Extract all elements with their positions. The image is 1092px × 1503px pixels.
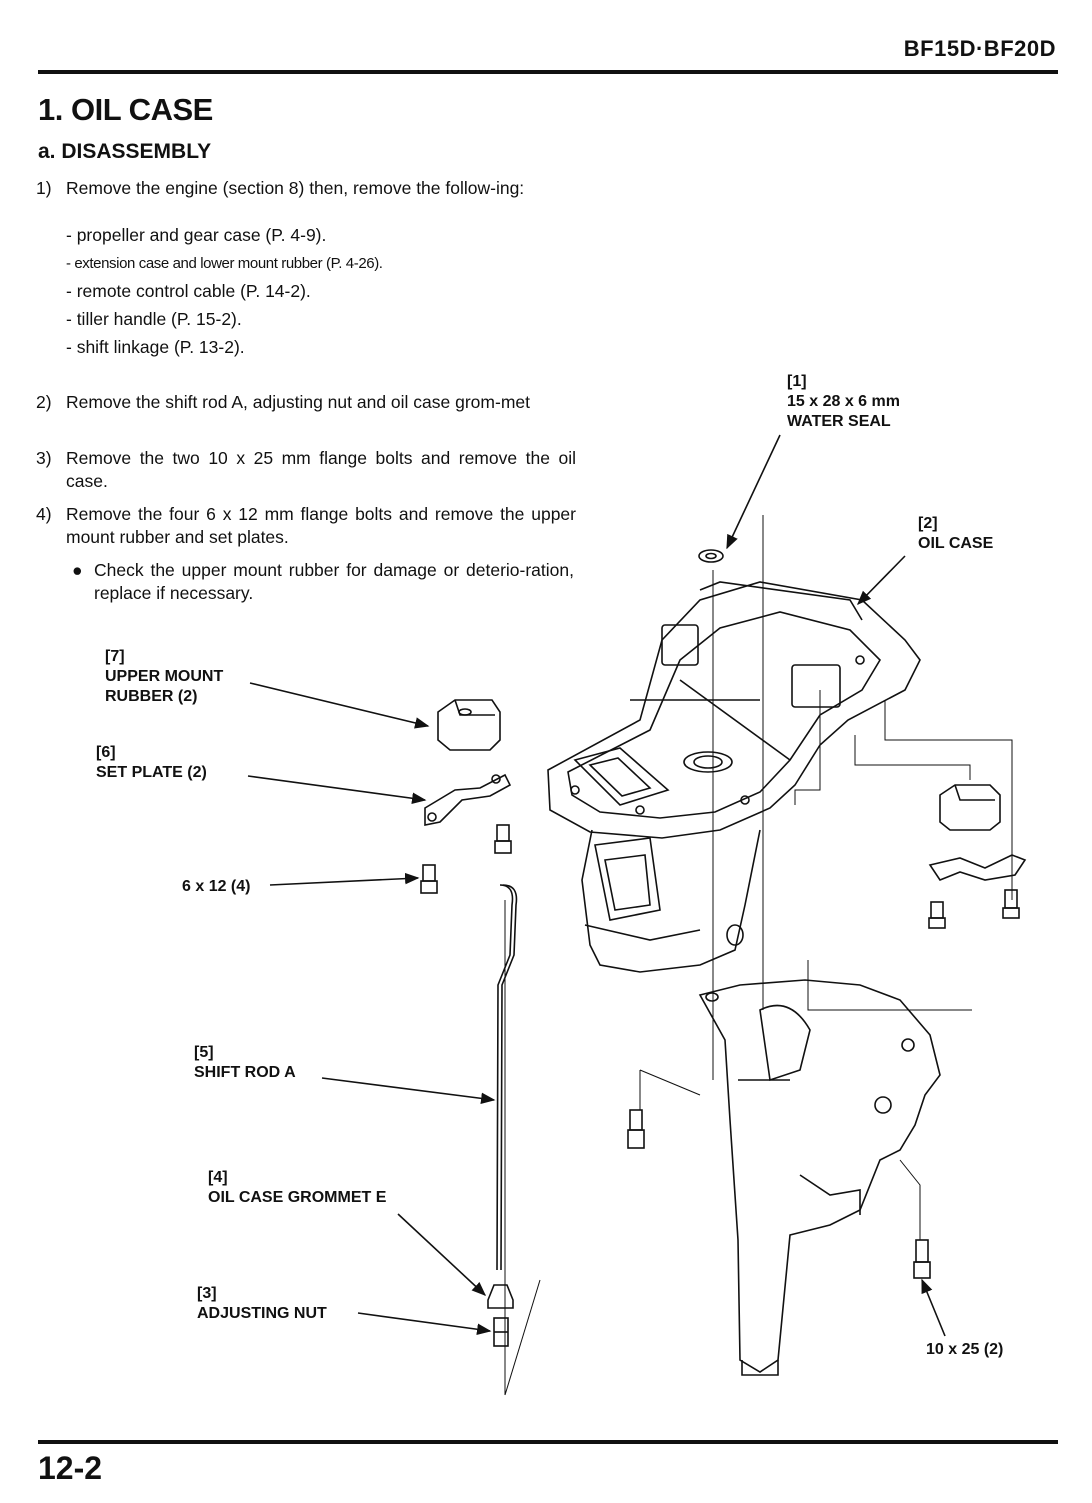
label-shift-rod: [5] SHIFT ROD A: [194, 1043, 296, 1083]
step-number: 4): [36, 504, 52, 524]
label-set-plate: [6] SET PLATE (2): [96, 743, 207, 783]
label-name: SET PLATE (2): [96, 764, 207, 781]
label-water-seal: [1] 15 x 28 x 6 mm WATER SEAL: [787, 372, 900, 432]
label-name: UPPER MOUNT: [105, 668, 224, 685]
step-2: 2) Remove the shift rod A, adjusting nut…: [36, 391, 576, 414]
label-name: ADJUSTING NUT: [197, 1305, 327, 1322]
label-bolts-small: 6 x 12 (4): [182, 878, 251, 895]
note-bullet: ● Check the upper mount rubber for damag…: [72, 559, 574, 605]
step-number: 1): [36, 178, 52, 198]
upper-mount-right: [939, 784, 1001, 831]
label-name: OIL CASE GROMMET E: [208, 1189, 387, 1206]
sub-item: - extension case and lower mount rubber …: [66, 255, 383, 272]
leader-bolts-small: [269, 872, 420, 886]
label-ref: [6]: [96, 744, 116, 761]
bullet-icon: ●: [72, 560, 83, 580]
sub-item: - propeller and gear case (P. 4-9).: [66, 225, 327, 245]
leader-set-plate: [247, 775, 427, 804]
leader-shift-rod: [321, 1077, 496, 1105]
water-seal-part: [698, 549, 724, 563]
label-name: WATER SEAL: [787, 413, 891, 430]
step-4: 4) Remove the four 6 x 12 mm flange bolt…: [36, 503, 576, 549]
sub-item: - shift linkage (P. 13-2).: [66, 337, 245, 357]
set-plate-left: [424, 773, 512, 826]
step-3: 3) Remove the two 10 x 25 mm flange bolt…: [36, 447, 576, 493]
section-title: 1. OIL CASE: [38, 92, 213, 127]
leader-adjusting-nut: [357, 1312, 492, 1335]
step-number: 2): [36, 392, 52, 412]
step-text: Remove the shift rod A, adjusting nut an…: [66, 392, 530, 412]
page-number: 12-2: [38, 1450, 103, 1486]
label-bolts-large: 10 x 25 (2): [926, 1341, 1004, 1358]
grommet-part: [487, 1284, 514, 1309]
label-name: RUBBER (2): [105, 688, 198, 705]
label-size: 15 x 28 x 6 mm: [787, 393, 900, 410]
sub-item: - tiller handle (P. 15-2).: [66, 309, 242, 329]
step-text: Remove the two 10 x 25 mm flange bolts a…: [66, 448, 576, 491]
label-oil-case: [2] OIL CASE: [918, 514, 993, 554]
model-header: BF15D·BF20D: [903, 36, 1056, 61]
swivel-case: [698, 979, 941, 1373]
section-subtitle: a. DISASSEMBLY: [38, 140, 212, 163]
leader-water-seal: [726, 434, 781, 550]
step-number: 3): [36, 448, 52, 468]
label-name: SHIFT ROD A: [194, 1064, 296, 1081]
label-ref: [1]: [787, 373, 807, 390]
step-1: 1) Remove the engine (section 8) then, r…: [36, 177, 606, 200]
label-adjusting-nut: [3] ADJUSTING NUT: [197, 1284, 327, 1324]
leader-oil-case: [856, 555, 906, 606]
label-ref: [3]: [197, 1285, 217, 1302]
header-rule: [38, 70, 1058, 74]
oil-case-body: [547, 581, 921, 839]
leader-grommet: [397, 1213, 487, 1296]
label-ref: [7]: [105, 648, 125, 665]
label-ref: [4]: [208, 1169, 228, 1186]
step-text: Remove the four 6 x 12 mm flange bolts a…: [66, 504, 576, 547]
upper-mount-left: [437, 699, 501, 751]
label-upper-mount: [7] UPPER MOUNT RUBBER (2): [105, 647, 223, 707]
step-text: Remove the engine (section 8) then, remo…: [66, 178, 525, 198]
leader-bolts-large: [921, 1278, 946, 1337]
leader-upper-mount: [249, 682, 430, 729]
label-ref: [5]: [194, 1044, 214, 1061]
note-text: Check the upper mount rubber for damage …: [94, 560, 574, 603]
label-grommet: [4] OIL CASE GROMMET E: [208, 1168, 386, 1208]
label-ref: [2]: [918, 515, 938, 532]
sub-item: - remote control cable (P. 14-2).: [66, 281, 311, 301]
set-plate-right: [928, 854, 1027, 881]
footer-rule: [38, 1440, 1058, 1444]
label-name: OIL CASE: [918, 535, 994, 552]
